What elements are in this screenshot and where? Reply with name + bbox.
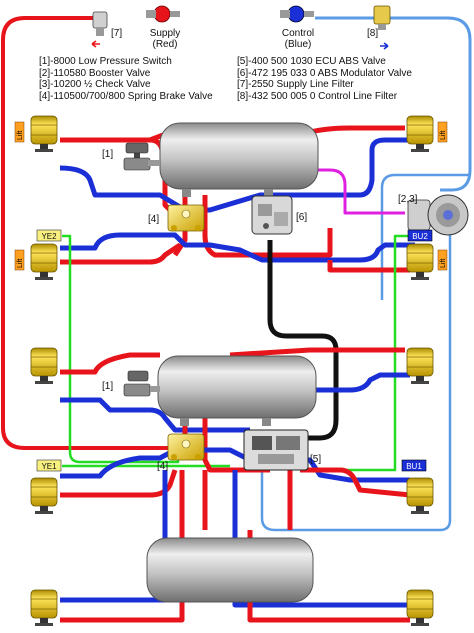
legend-item-6: [6]-472 195 033 0 ABS Modulator Valve [237, 67, 412, 79]
top-blue-service [59, 137, 410, 213]
bu1-line-blue [260, 213, 452, 532]
ecu-abs-valve [243, 429, 309, 471]
lift-tag-mid-right: Lift [440, 259, 447, 268]
row2-red-right [327, 260, 410, 273]
top-red-vertical-2 [202, 195, 333, 258]
callout-ecu: [5] [310, 454, 321, 465]
legend-item-2: [2]-110580 Booster Valve [39, 67, 151, 79]
port-tag-bu2-text: BU2 [412, 232, 428, 241]
control-line-filter [373, 5, 391, 30]
brake-chamber-left-3 [30, 347, 58, 385]
port-tag-ye1-text: YE1 [41, 462, 57, 471]
port-tag-bu2: BU2 [407, 229, 433, 242]
supply-label-line2: (Red) [152, 39, 177, 50]
port-tag-ye1: YE1 [36, 459, 62, 472]
brake-chamber-right-4 [406, 477, 434, 515]
low-pressure-switch-middle [123, 370, 160, 397]
bottom-red-left [60, 470, 185, 623]
row2-red [60, 242, 182, 265]
callout-modulator: [6] [296, 212, 307, 223]
brake-chamber-right-1 [406, 115, 434, 153]
control-gladhand [280, 5, 314, 23]
mid-red-2 [229, 347, 405, 358]
mid-red-vertical-2 [202, 418, 270, 473]
control-to-booster [380, 173, 470, 300]
brake-chamber-left-2 [30, 243, 58, 281]
booster-valve [407, 194, 469, 236]
control-label-line1: Control [282, 28, 314, 39]
control-filter-tag: [8] [367, 28, 378, 39]
legend-item-1: [1]-8000 Low Pressure Switch [39, 56, 172, 67]
supply-gladhand [146, 5, 180, 23]
legend-item-7: [7]-2550 Supply Line Filter [237, 79, 354, 90]
supply-line-filter [92, 11, 108, 36]
supply-arrow-icon [91, 40, 100, 48]
control-line-main [315, 16, 472, 192]
callout-spring-valve-middle: [4] [157, 461, 168, 472]
brake-chamber-right-5 [406, 589, 434, 627]
legend-item-4: [4]-110500/700/800 Spring Brake Valve [39, 90, 213, 102]
air-tank-middle [157, 355, 317, 426]
mid-red-1 [60, 352, 160, 375]
row4-red-right [300, 467, 411, 498]
lift-tag-top-right: Lift [440, 131, 447, 140]
control-label-line2: (Blue) [285, 39, 312, 50]
supply-line-main [1, 16, 178, 450]
control-arrow-icon [380, 42, 389, 50]
legend-left: [1]-8000 Low Pressure Switch [2]-110580 … [39, 56, 213, 102]
low-pressure-switch-top [123, 142, 160, 171]
air-tank-top [159, 122, 319, 197]
callout-switch-top: [1] [102, 149, 113, 160]
callout-booster: [2,3] [398, 194, 418, 205]
row2-blue [60, 232, 415, 263]
brake-chamber-right-3 [406, 347, 434, 385]
lift-tag-top-left: Lift [17, 131, 24, 140]
brake-chamber-left-1 [30, 115, 58, 153]
legend-item-5: [5]-400 500 1030 ECU ABS Valve [237, 56, 386, 67]
mid-blue-1 [60, 397, 250, 433]
legend-item-3: [3]-10200 ½ Check Valve [39, 79, 151, 90]
callout-spring-valve-top: [4] [148, 214, 159, 225]
mid-blue-2 [300, 372, 410, 393]
port-tag-ye2: YE2 [36, 229, 62, 242]
air-tank-bottom [146, 537, 314, 603]
spring-brake-valve-top [167, 204, 205, 232]
lift-tag-mid-left: Lift [17, 259, 24, 268]
brake-chamber-right-2 [406, 243, 434, 281]
brake-chamber-left-4 [30, 477, 58, 515]
port-tag-bu1: BU1 [401, 459, 427, 472]
legend-right: [5]-400 500 1030 ECU ABS Valve [6]-472 1… [237, 56, 412, 102]
legend-item-8: [8]-432 500 005 0 Control Line Filter [237, 90, 398, 102]
abs-modulator-valve [251, 195, 293, 235]
lift-tags: Lift Lift Lift Lift [14, 121, 448, 271]
callout-switch-middle: [1] [102, 381, 113, 392]
ye2-line [62, 234, 180, 464]
port-tag-ye2-text: YE2 [41, 232, 57, 241]
supply-label-line1: Supply [150, 28, 181, 39]
bottom-blue-right [232, 470, 410, 608]
spring-brake-valve-middle [167, 433, 205, 461]
brake-chamber-left-5 [30, 589, 58, 627]
ecu-cable [267, 240, 339, 441]
port-tag-bu1-text: BU1 [406, 462, 422, 471]
supply-filter-tag: [7] [111, 28, 122, 39]
